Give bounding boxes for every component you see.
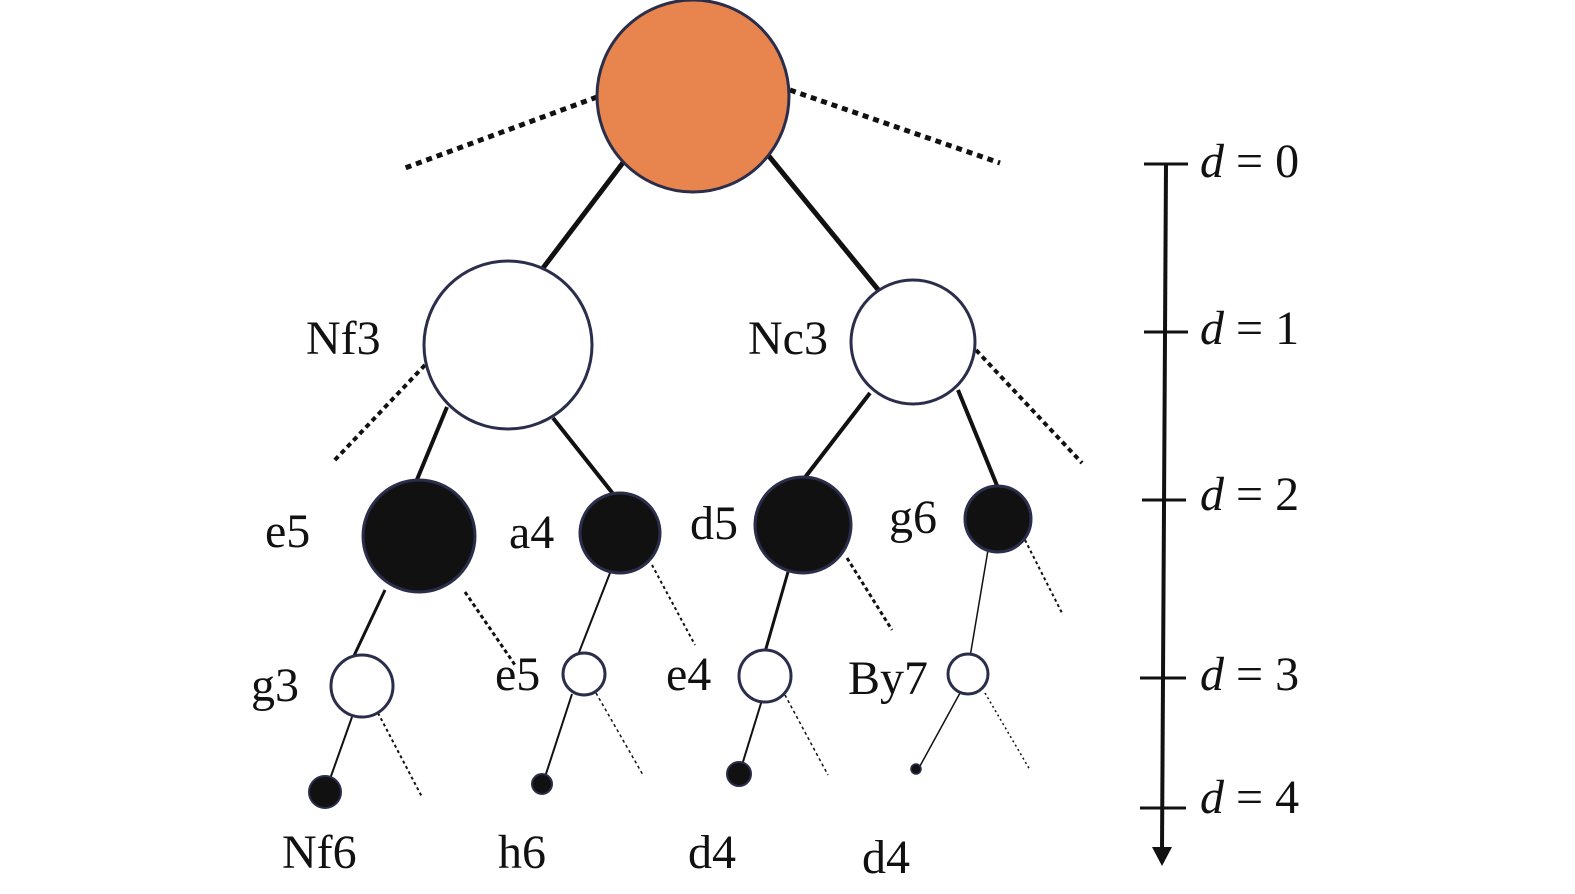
label-d3-e4: e4 — [666, 648, 711, 701]
label-d3-g3: g3 — [251, 659, 299, 712]
node-d2-a4 — [578, 491, 662, 575]
edge-a4-pruned — [651, 564, 696, 646]
depth-label-2: d = 2 — [1200, 468, 1299, 521]
tree-nodes — [308, 0, 1033, 809]
label-d4-nf6: Nf6 — [282, 826, 357, 879]
label-d2-g6: g6 — [889, 491, 937, 544]
edge-nf3-pruned — [331, 363, 427, 464]
node-d4-nf6 — [308, 775, 342, 809]
node-d4-d4a — [726, 761, 752, 787]
edge-nc3-pruned — [974, 348, 1084, 465]
edge-e5-pruned — [463, 591, 517, 666]
label-d1-nc3: Nc3 — [748, 312, 828, 365]
depth-label-3: d = 3 — [1200, 648, 1299, 701]
edge-by7-d4 — [919, 692, 961, 767]
depth-axis-arrowhead — [1152, 847, 1172, 866]
node-labels: Nf3 Nc3 e5 a4 d5 g6 g3 e5 e4 By7 Nf6 h6 … — [251, 312, 937, 884]
depth-label-1: d = 1 — [1200, 302, 1299, 355]
label-d2-d5: d5 — [690, 497, 738, 550]
edge-root-pruned-right — [789, 87, 1001, 166]
edge-g3-nf6 — [329, 716, 353, 780]
node-d2-e5 — [361, 478, 477, 594]
edge-root-nc3 — [766, 153, 882, 294]
edge-root-nf3 — [541, 158, 627, 270]
edge-e4-d4 — [741, 699, 763, 766]
tree-edges — [329, 87, 1084, 798]
edge-d5-e4 — [763, 571, 790, 653]
edge-nc3-g6 — [956, 389, 1000, 489]
node-d1-nf3 — [422, 259, 594, 431]
edge-nf3-e5 — [414, 406, 449, 483]
root-node — [595, 0, 791, 194]
node-d3-by7 — [946, 652, 990, 696]
label-d2-a4: a4 — [509, 506, 554, 559]
edge-nc3-d5 — [801, 391, 872, 482]
depth-axis: d = 0 d = 1 d = 2 d = 3 d = 4 — [1140, 135, 1299, 866]
label-d3-e5: e5 — [495, 648, 540, 701]
label-d2-e5: e5 — [265, 505, 310, 558]
depth-axis-line — [1160, 163, 1168, 851]
depth-label-0: d = 0 — [1200, 135, 1299, 188]
depth-label-4: d = 4 — [1200, 771, 1299, 824]
edge-by7-pruned — [984, 692, 1031, 771]
node-d4-h6 — [531, 773, 553, 795]
edge-g3-pruned — [377, 712, 423, 798]
edge-a4-e5 — [577, 572, 611, 656]
label-d3-by7: By7 — [848, 652, 928, 705]
node-d3-e4 — [737, 648, 793, 704]
edge-d5-pruned — [845, 557, 894, 631]
label-d4-h6: h6 — [498, 826, 546, 879]
node-d4-d4b — [910, 763, 922, 775]
node-d2-g6 — [963, 484, 1033, 554]
node-d2-d5 — [753, 475, 853, 575]
node-d1-nc3 — [849, 278, 977, 406]
edge-g6-pruned — [1024, 539, 1064, 616]
edge-g6-by7 — [969, 549, 989, 658]
edge-e4-pruned — [784, 694, 829, 776]
label-d4-d4b: d4 — [862, 831, 910, 884]
edge-root-pruned-left — [404, 94, 598, 171]
label-d1-nf3: Nf3 — [306, 312, 381, 365]
node-d3-e5 — [561, 651, 607, 697]
edge-nf3-a4 — [551, 416, 616, 497]
edge-e5b-h6 — [544, 693, 573, 778]
label-d4-d4a: d4 — [688, 826, 736, 879]
edge-e5b-pruned — [595, 692, 644, 776]
node-d3-g3 — [329, 653, 395, 719]
edge-e5-g3 — [350, 589, 387, 661]
